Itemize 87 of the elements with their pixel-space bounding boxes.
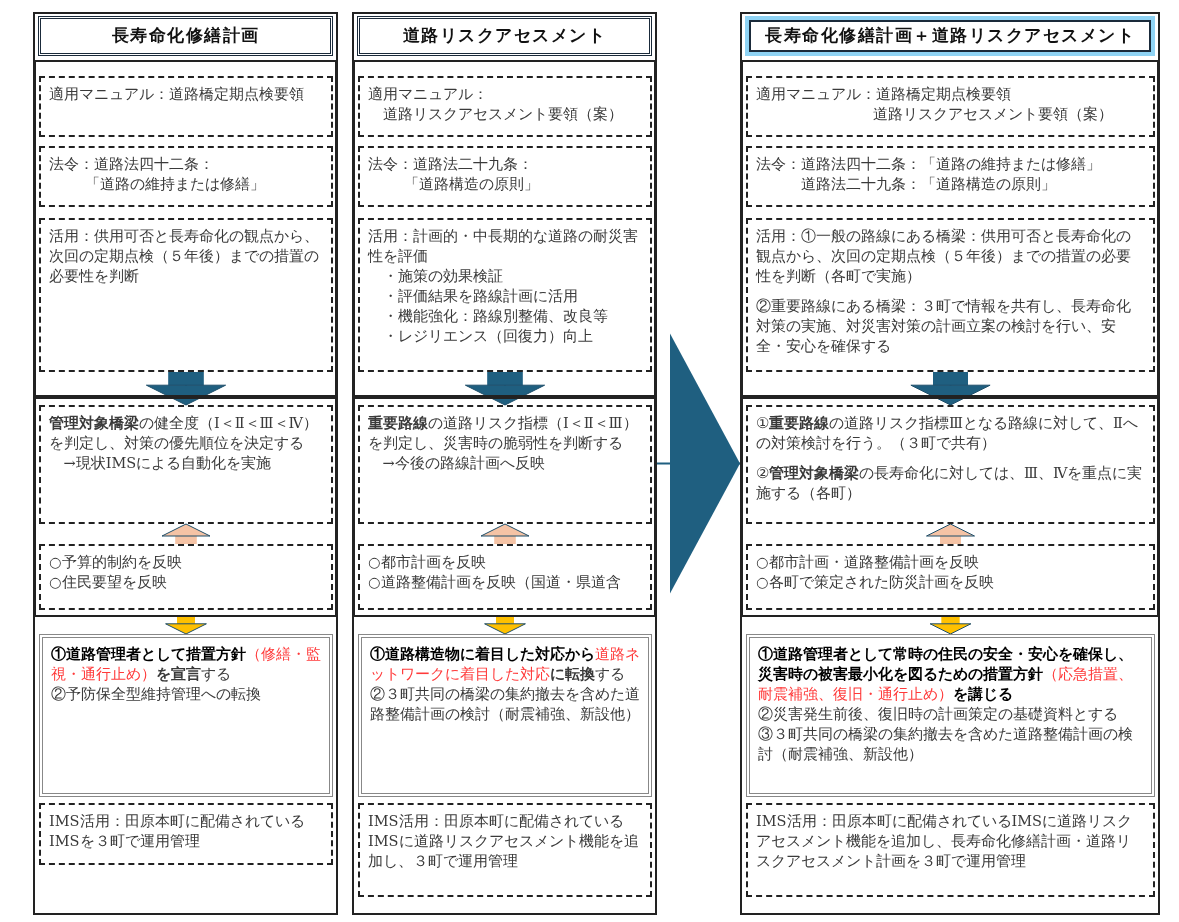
body-text: ○住民要望を反映 bbox=[49, 573, 168, 592]
body-text: ①道路管理者として措置方針（修繕・監視・通行止め）を宣言する bbox=[51, 644, 321, 684]
heading: 長寿命化修繕計画 bbox=[111, 25, 260, 47]
body-text: ・レジリエンス（回復力）向上 bbox=[381, 327, 594, 346]
body-text: ②予防保全型維持管理への転換 bbox=[51, 685, 262, 704]
block-arrow bbox=[929, 616, 972, 635]
body-text: 管理対象橋梁の健全度（Ⅰ＜Ⅱ＜Ⅲ＜Ⅳ）を判定し、対策の優先順位を決定する bbox=[49, 413, 320, 453]
body-text: 法令：道路法四十二条： bbox=[49, 155, 215, 174]
body-text: ○都市計画・道路整備計画を反映 bbox=[756, 553, 980, 572]
body-text: 法令：道路法二十九条： bbox=[368, 155, 534, 174]
body-text: 「道路構造の原則」 bbox=[403, 175, 541, 194]
outcome-box bbox=[39, 634, 333, 797]
body-text: 活用：供用可否と長寿命化の観点から、次回の定期点検（５年後）までの措置の必要性を判断 bbox=[49, 227, 320, 286]
body-text: IMS活用：田原本町に配備されているIMSを３町で運用管理 bbox=[49, 812, 306, 851]
section-panel bbox=[741, 397, 1159, 617]
body-text: ③３町共同の橋梁の集約撤去を含めた道路整備計画の検討（耐震補強、新設他） bbox=[758, 725, 1134, 764]
block-arrow bbox=[145, 371, 227, 406]
block-arrow bbox=[480, 523, 530, 545]
column-frame bbox=[33, 12, 338, 915]
body-text: 重要路線の道路リスク指標（Ⅰ＜Ⅱ＜Ⅲ）を判定し、災害時の脆弱性を判断する bbox=[368, 413, 639, 453]
outcome-box bbox=[746, 634, 1155, 797]
section-panel bbox=[353, 60, 656, 397]
body-text: ○予算的制約を反映 bbox=[49, 553, 183, 572]
note-box bbox=[746, 146, 1155, 207]
body-text: IMS活用：田原本町に配備されているIMSに道路リスクアセスメント機能を追加し、３町で運用管理 bbox=[368, 812, 640, 871]
note-box bbox=[358, 76, 652, 137]
note-box bbox=[39, 544, 333, 610]
body-text: 「道路の維持または修繕」 bbox=[84, 175, 267, 194]
note-box bbox=[746, 218, 1155, 372]
note-box bbox=[358, 803, 652, 897]
note-box bbox=[39, 405, 333, 524]
body-text: ①道路管理者として常時の住民の安全・安心を確保し、災害時の被害最小化を図るための措置方針（応急措置、耐震補強、復旧・通行止め）を講じる bbox=[758, 644, 1134, 704]
body-text: 適用マニュアル：道路橋定期点検要領 bbox=[49, 85, 305, 104]
body-text: ②３町共同の橋梁の集約撤去を含めた道路整備計画の検討（耐震補強、新設他） bbox=[370, 685, 640, 724]
body-text: →今後の路線計画へ反映 bbox=[381, 454, 546, 473]
body-text: 法令：道路法四十二条：「道路の維持または修繕」 bbox=[756, 155, 1102, 174]
body-text: ・機能強化：路線別整備、改良等 bbox=[381, 307, 609, 326]
header-box bbox=[357, 16, 652, 56]
outcome-box bbox=[358, 634, 652, 797]
body-text: ・評価結果を路線計画に活用 bbox=[381, 287, 579, 306]
block-arrow bbox=[910, 371, 991, 406]
block-arrow bbox=[165, 616, 207, 635]
note-box bbox=[358, 218, 652, 372]
body-text: ・施策の効果検証 bbox=[381, 267, 504, 286]
column-frame bbox=[352, 12, 657, 915]
block-arrow bbox=[161, 523, 211, 545]
block-arrow bbox=[464, 371, 546, 406]
note-box bbox=[39, 76, 333, 137]
note-box bbox=[39, 803, 333, 865]
body-text: 適用マニュアル：道路橋定期点検要領 bbox=[756, 85, 1012, 104]
note-box bbox=[358, 544, 652, 610]
body-text: 道路リスクアセスメント要領（案） bbox=[872, 105, 1115, 124]
body-text: ②管理対象橋梁の長寿命化に対しては、Ⅲ、Ⅳを重点に実施する（各町） bbox=[756, 463, 1144, 503]
note-box bbox=[746, 803, 1155, 897]
header-box bbox=[745, 16, 1155, 56]
note-box bbox=[746, 405, 1155, 524]
section-panel bbox=[34, 397, 337, 617]
body-text: IMS活用：田原本町に配備されているIMSに道路リスクアセスメント機能を追加し、長寿命化修繕計画・道路リスクアセスメント計画を３町で運用管理 bbox=[756, 812, 1134, 871]
body-text: 適用マニュアル： bbox=[368, 85, 489, 104]
note-box bbox=[358, 405, 652, 524]
section-panel bbox=[34, 60, 337, 397]
column-frame bbox=[740, 12, 1160, 915]
body-text: 活用：計画的・中長期的な道路の耐災害性を評価 bbox=[368, 227, 639, 266]
section-panel bbox=[353, 397, 656, 617]
block-arrow bbox=[484, 616, 526, 635]
header-box bbox=[38, 16, 333, 56]
body-text: 道路リスクアセスメント要領（案） bbox=[381, 105, 624, 124]
note-box bbox=[746, 76, 1155, 137]
body-text: ①道路構造物に着目した対応から道路ネットワークに着目した対応に転換する bbox=[370, 644, 640, 684]
note-box bbox=[746, 544, 1155, 610]
heading: 道路リスクアセスメント bbox=[402, 25, 607, 47]
note-box bbox=[358, 146, 652, 207]
block-arrow bbox=[926, 523, 975, 545]
note-box bbox=[39, 218, 333, 372]
note-box bbox=[39, 146, 333, 207]
body-text: 活用：①一般の路線にある橋梁：供用可否と長寿命化の観点から、次回の定期点検（５年後）までの措置の必要性を判断（各町で実施） bbox=[756, 227, 1132, 286]
body-text: →現状IMSによる自動化を実施 bbox=[62, 454, 273, 473]
chevron-arrow bbox=[656, 333, 741, 594]
body-text: ○都市計画を反映 bbox=[368, 553, 487, 572]
body-text: ②災害発生前後、復旧時の計画策定の基礎資料とする bbox=[758, 705, 1119, 724]
body-text: ②重要路線にある橋梁：３町で情報を共有し、長寿命化対策の実施、対災害対策の計画立案の検討を行い、安全・安心を確保する bbox=[756, 297, 1132, 356]
section-panel bbox=[741, 60, 1159, 397]
heading: 長寿命化修繕計画＋道路リスクアセスメント bbox=[765, 25, 1135, 47]
body-text: ①重要路線の道路リスク指標Ⅲとなる路線に対して、Ⅱへの対策検討を行う。（３町で共有） bbox=[756, 413, 1139, 453]
body-text: ○各町で策定された防災計画を反映 bbox=[756, 573, 995, 592]
body-text: 道路法二十九条：「道路構造の原則」 bbox=[799, 175, 1057, 194]
body-text: ○道路整備計画を反映（国道・県道含 bbox=[368, 573, 622, 592]
